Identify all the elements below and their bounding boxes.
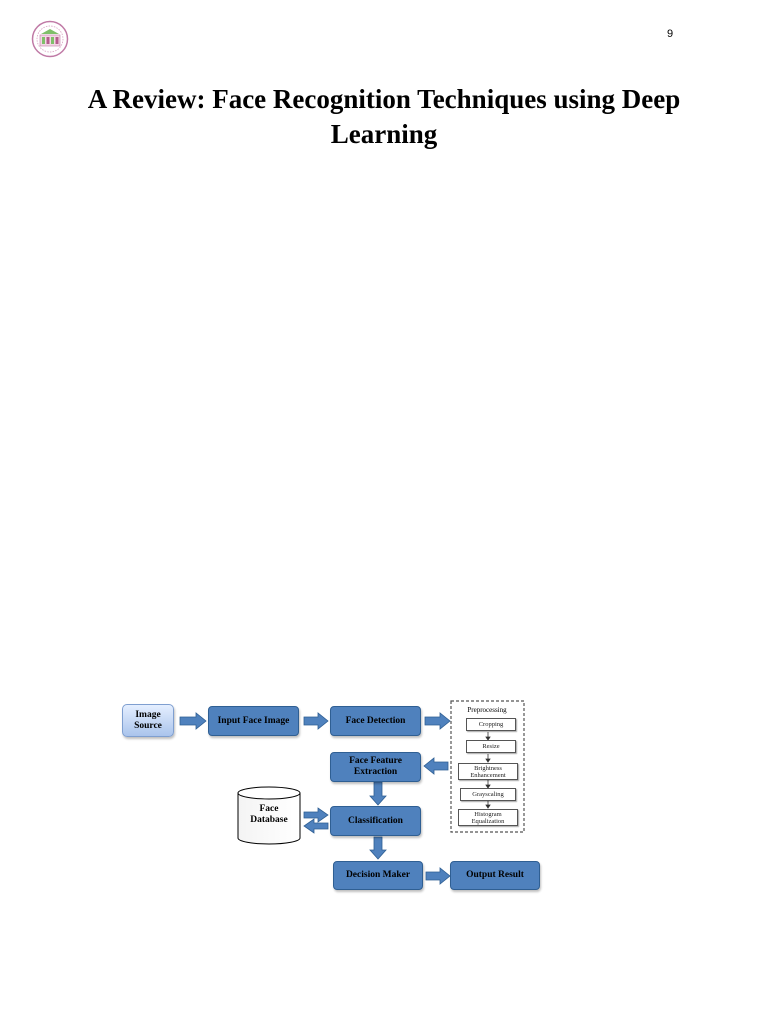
face-database-line-2: Database [250, 815, 288, 825]
brightness-line-2: Enhancement [470, 771, 506, 779]
arrow-classification-to-decision [369, 836, 387, 860]
paper-title-line-1: A Review: Face Recognition Techniques us… [87, 84, 681, 114]
image-source-node: Image Source [122, 704, 174, 737]
arrow-extraction-to-classification [369, 781, 387, 806]
histogram-line-1: Histogram [474, 810, 502, 818]
paper-title-line-2: Learning [330, 119, 438, 149]
preprocessing-step-brightness-enhancement: Brightness Enhancement [458, 763, 518, 780]
image-source-line-2: Source [134, 720, 162, 731]
preprocessing-label: Preprocessing [467, 706, 507, 714]
face-detection-node: Face Detection [330, 706, 421, 736]
arrow-detection-to-preprocessing [424, 712, 451, 730]
journal-logo [31, 20, 69, 58]
arrow-source-to-input [179, 712, 207, 730]
preprocessing-step-resize: Resize [466, 740, 516, 753]
preprocessing-step-grayscaling: Grayscaling [460, 788, 516, 801]
face-feature-extraction-line-1: Face Feature [349, 756, 402, 766]
face-feature-extraction-node: Face Feature Extraction [330, 752, 421, 782]
arrow-classification-to-database [303, 818, 329, 834]
preprocessing-step-histogram-equalization: Histogram Equalization [458, 809, 518, 826]
face-database-cylinder [237, 786, 301, 845]
decision-maker-node: Decision Maker [333, 861, 423, 890]
page-number: 9 [666, 28, 674, 40]
classification-node: Classification [330, 806, 421, 836]
face-database-line-1: Face [259, 804, 279, 814]
brightness-line-1: Brightness [474, 764, 502, 772]
arrow-preprocessing-to-extraction [423, 757, 449, 775]
face-database-label: Face Database [238, 804, 300, 826]
output-result-node: Output Result [450, 861, 540, 890]
input-face-image-node: Input Face Image [208, 706, 299, 736]
preprocessing-container [450, 700, 525, 833]
histogram-line-2: Equalization [471, 817, 505, 825]
arrow-decision-to-output [425, 867, 451, 885]
face-feature-extraction-line-2: Extraction [353, 767, 398, 777]
arrow-input-to-detection [303, 712, 329, 730]
preprocessing-step-cropping: Cropping [466, 718, 516, 731]
arrow-database-to-classification [303, 807, 329, 823]
paper-title: A Review: Face Recognition Techniques us… [60, 82, 708, 152]
image-source-line-1: Image [135, 709, 161, 720]
